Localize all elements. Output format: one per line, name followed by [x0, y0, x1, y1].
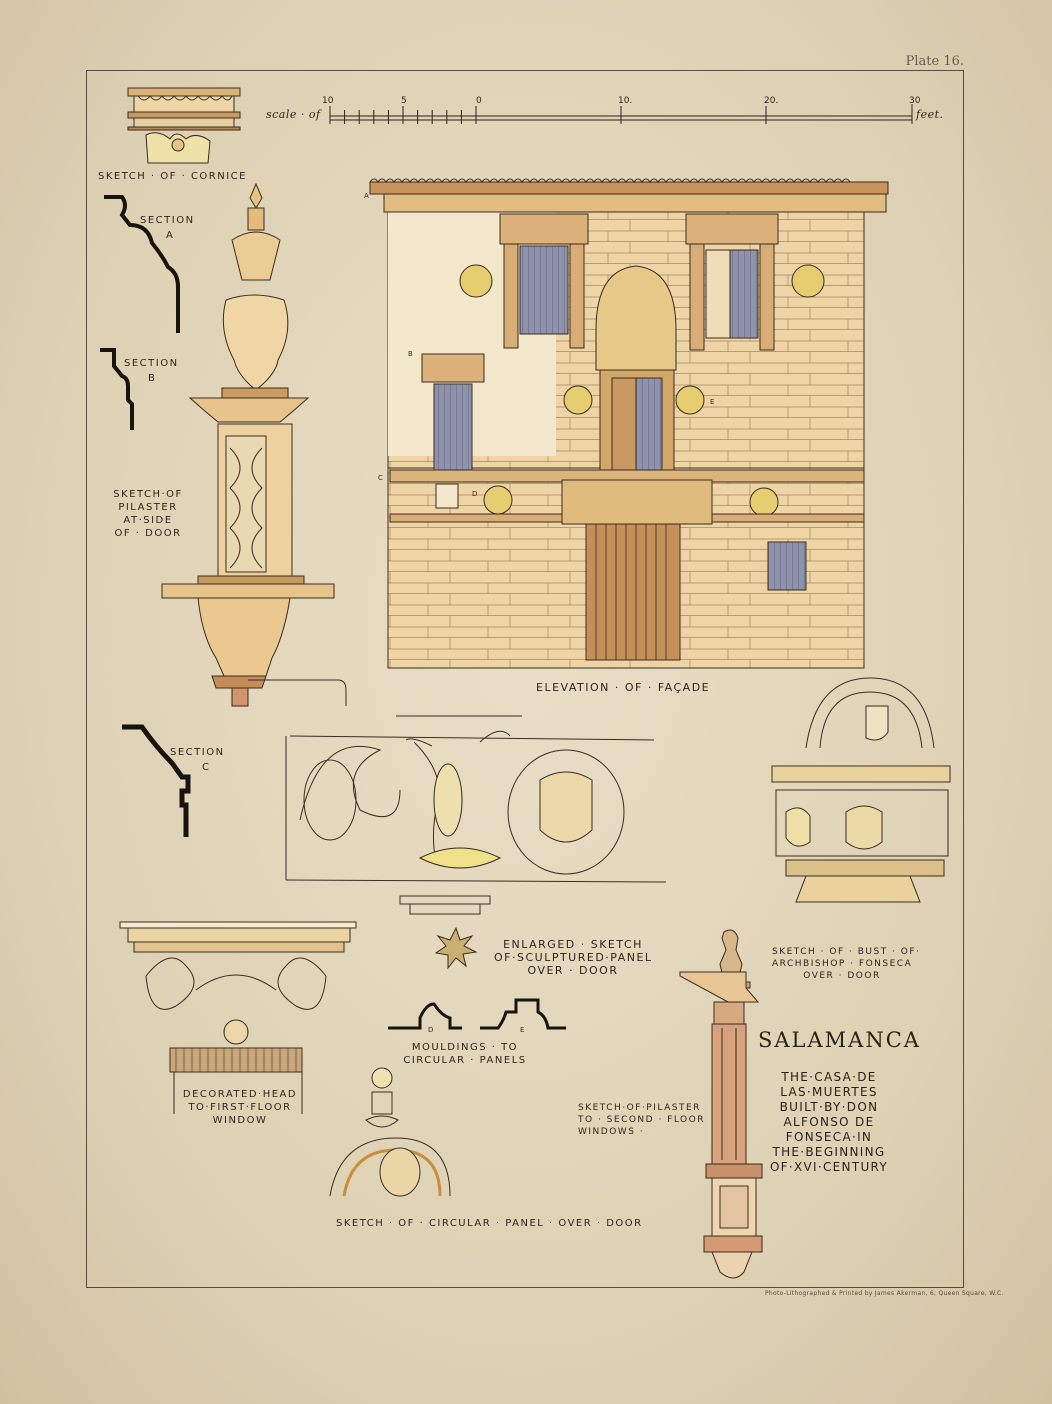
- section-c-label: SECTION: [170, 747, 225, 758]
- door-pilaster-line: SKETCH·OF: [113, 489, 183, 500]
- moulding-e: [480, 998, 566, 1030]
- section-a-letter: A: [166, 230, 175, 241]
- section-b-label: SECTION: [124, 358, 179, 369]
- title-line: OF·XVI·CENTURY: [769, 1160, 889, 1174]
- scale-tick-10: 10.: [618, 96, 633, 106]
- second-floor-pilaster-sketch: [679, 929, 763, 1279]
- scale-tick-5: 5: [401, 96, 407, 106]
- title-line: THE·BEGINNING: [772, 1145, 886, 1159]
- scale-unit: feet.: [916, 108, 944, 121]
- title-line: ALFONSO DE: [783, 1115, 875, 1129]
- plate-number: Plate 16.: [905, 54, 964, 69]
- window-head-label: DECORATED·HEAD TO·FIRST·FLOOR WINDOW: [180, 1088, 300, 1127]
- bust-line: ARCHBISHOP · FONSECA: [772, 959, 913, 969]
- circular-panel-label: SKETCH · OF · CIRCULAR · PANEL · OVER · …: [336, 1218, 643, 1229]
- bust-label: SKETCH · OF · BUST · OF· ARCHBISHOP · FO…: [772, 946, 921, 982]
- second-pilaster-line: WINDOWS ·: [578, 1127, 645, 1137]
- section-c-letter: C: [202, 762, 211, 773]
- mouldings-line: CIRCULAR · PANELS: [403, 1055, 527, 1066]
- door-pilaster-sketch: [161, 182, 347, 707]
- title-description: THE·CASA·DE LAS·MUERTES BUILT·BY·DON ALF…: [752, 1070, 906, 1175]
- circular-panel-sketch: [329, 1067, 451, 1197]
- window-head-line: WINDOW: [212, 1115, 268, 1126]
- printer-credit: Photo-Lithographed & Printed by James Ak…: [765, 1290, 1004, 1297]
- title-line: BUILT·BY·DON: [779, 1100, 879, 1114]
- title-line: LAS·MUERTES: [780, 1085, 878, 1099]
- scale-tick-0: 0: [476, 96, 482, 106]
- scale-tick-10l: 10: [322, 96, 334, 106]
- elev-mark-b: B: [408, 350, 413, 358]
- star-ornament: [434, 926, 478, 970]
- enlarged-panel-line: OF·SCULPTURED·PANEL: [494, 951, 653, 964]
- scale-tick-20: 20.: [764, 96, 779, 106]
- elevation-label: ELEVATION · OF · FAÇADE: [536, 681, 711, 694]
- sculptured-panel-sketch: [285, 715, 667, 915]
- second-pilaster-line: SKETCH·OF·PILASTER: [578, 1103, 701, 1113]
- moulding-e-letter: E: [520, 1026, 525, 1034]
- section-c-profile: [122, 724, 191, 837]
- elev-mark-d: D: [472, 490, 478, 498]
- moulding-d: [388, 1002, 462, 1030]
- bust-line: OVER · DOOR: [803, 971, 881, 981]
- title-line: THE·CASA·DE: [781, 1070, 877, 1084]
- second-pilaster-label: SKETCH·OF·PILASTER TO · SECOND · FLOOR W…: [578, 1102, 705, 1138]
- elev-mark-e: E: [710, 398, 715, 406]
- elev-mark-c: C: [378, 474, 383, 482]
- section-a-profile: [104, 195, 180, 333]
- window-head-line: TO·FIRST·FLOOR: [188, 1102, 292, 1113]
- section-b-letter: B: [148, 373, 157, 384]
- mouldings-line: MOULDINGS · TO: [411, 1042, 519, 1053]
- scale-tick-30: 30: [909, 96, 921, 106]
- cornice-sketch: [127, 87, 241, 164]
- moulding-d-letter: D: [428, 1026, 434, 1034]
- cornice-label: SKETCH · OF · CORNICE: [98, 171, 247, 182]
- door-pilaster-line: OF · DOOR: [114, 528, 182, 539]
- bust-line: SKETCH · OF · BUST · OF·: [772, 947, 921, 957]
- title-line: FONSECA·IN: [785, 1130, 873, 1144]
- window-head-sketch: [119, 921, 357, 1114]
- door-pilaster-label: SKETCH·OF PILASTER AT·SIDE OF · DOOR: [108, 488, 188, 540]
- enlarged-panel-label: ENLARGED · SKETCH OF·SCULPTURED·PANEL OV…: [494, 938, 652, 977]
- mouldings-label: MOULDINGS · TO CIRCULAR · PANELS: [400, 1041, 530, 1067]
- plate-border: [86, 70, 964, 1288]
- bust-sketch: [771, 677, 951, 903]
- facade-elevation: [369, 178, 889, 669]
- elev-mark-a: A: [364, 192, 369, 200]
- scale-prefix: scale · of: [266, 108, 321, 121]
- section-b-profile: [100, 348, 134, 430]
- section-a-label: SECTION: [140, 215, 195, 226]
- scale-bar: [329, 104, 913, 124]
- second-pilaster-line: TO · SECOND · FLOOR: [578, 1115, 705, 1125]
- door-pilaster-line: AT·SIDE: [123, 515, 173, 526]
- enlarged-panel-line: ENLARGED · SKETCH: [503, 938, 643, 951]
- window-head-line: DECORATED·HEAD: [182, 1089, 298, 1100]
- title-salamanca: SALAMANCA: [758, 1028, 921, 1052]
- enlarged-panel-line: OVER · DOOR: [527, 964, 619, 977]
- door-pilaster-line: PILASTER: [118, 502, 178, 513]
